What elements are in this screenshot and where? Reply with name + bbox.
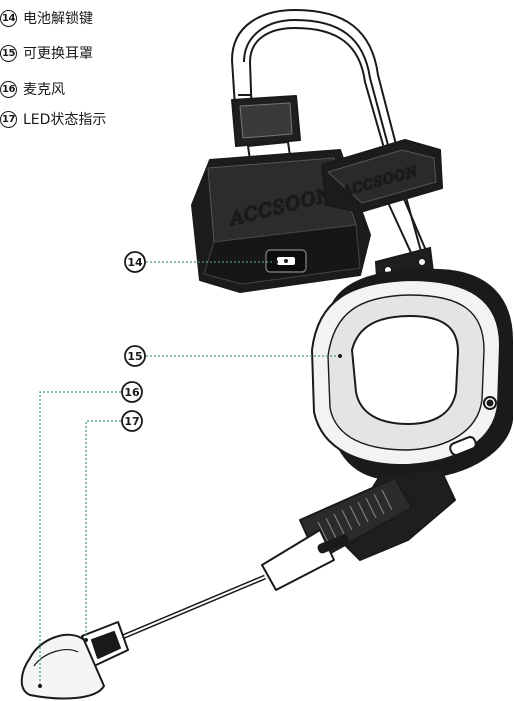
legend-label: LED状态指示	[23, 112, 107, 128]
legend-label: 电池解锁键	[23, 11, 93, 27]
legend-number-badge: 15	[0, 44, 17, 62]
battery-release-block: ACCSOON	[321, 139, 443, 213]
callout-15: 15	[124, 345, 146, 367]
legend-item-microphone: 16 麦克风	[0, 79, 65, 99]
boom-mic	[20, 467, 456, 700]
legend-label: 可更换耳罩	[23, 46, 93, 62]
legend-item-ear-cushion: 15 可更换耳罩	[0, 43, 93, 63]
legend-number-badge: 14	[0, 9, 17, 27]
leader-lines	[39, 261, 340, 686]
legend-number-badge: 16	[0, 80, 17, 98]
callout-17: 17	[121, 410, 143, 432]
callout-label: 16	[124, 386, 140, 399]
legend-item-battery-release: 14 电池解锁键	[0, 8, 93, 28]
slider-clip	[231, 95, 301, 161]
legend-number-badge: 17	[0, 110, 17, 128]
callout-label: 17	[124, 415, 139, 428]
callout-16: 16	[121, 381, 143, 403]
legend-label: 麦克风	[23, 82, 65, 98]
legend-item-led-indicator: 17 LED状态指示	[0, 109, 106, 129]
callout-14: 14	[124, 251, 146, 273]
callout-label: 15	[127, 350, 142, 363]
mic-windscreen	[20, 633, 105, 700]
callout-label: 14	[127, 256, 143, 269]
earcup	[311, 268, 513, 479]
